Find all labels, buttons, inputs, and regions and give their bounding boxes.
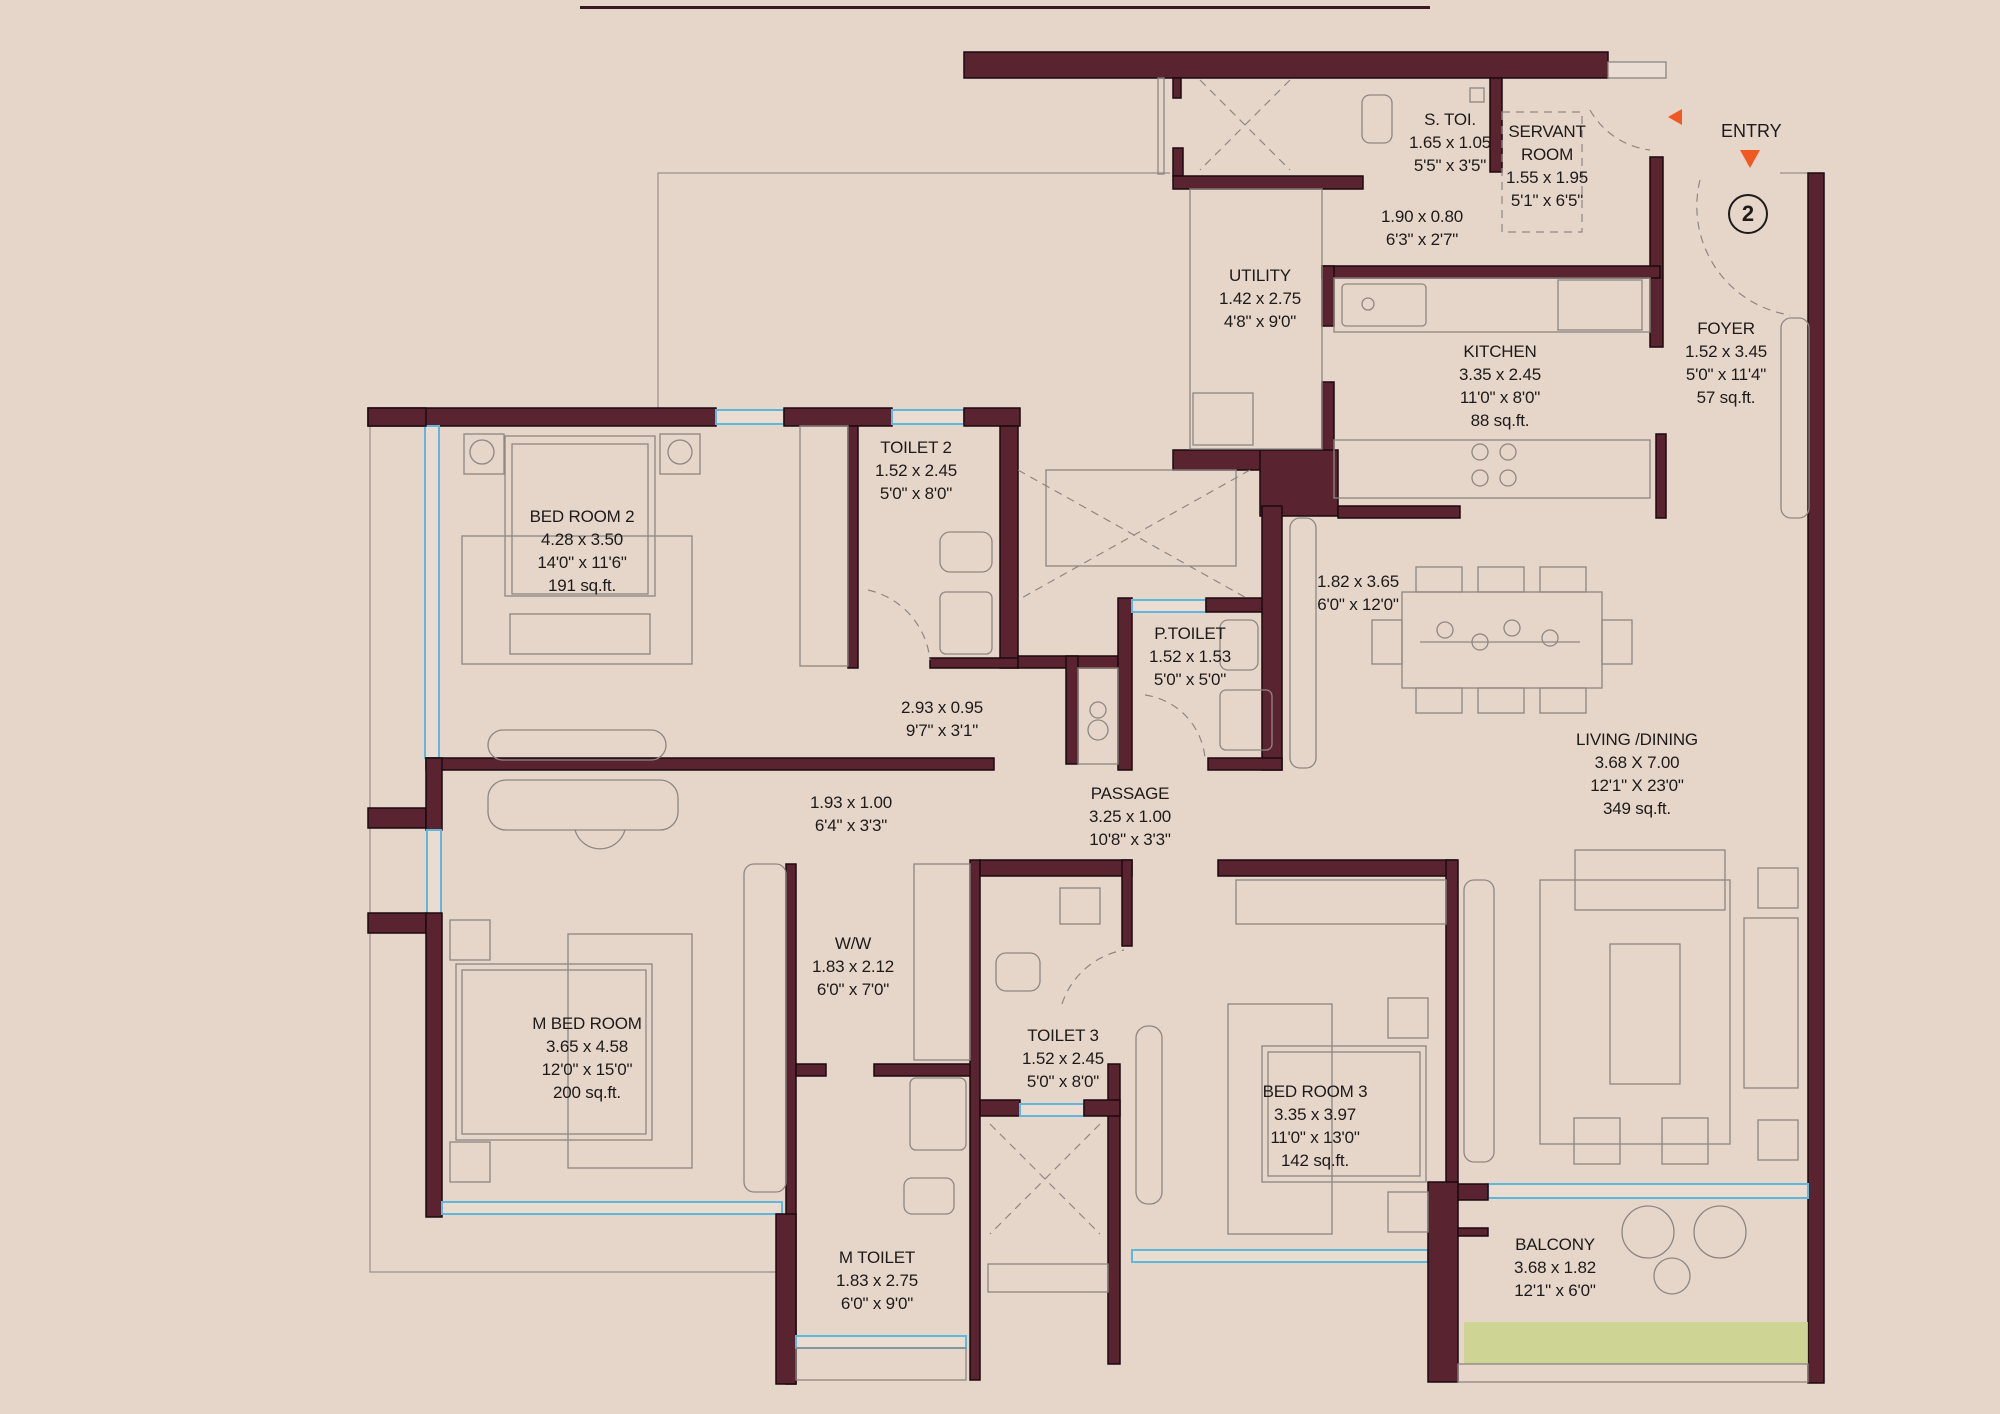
room-metric: 3.35 x 3.97 [1274, 1105, 1356, 1124]
room-metric: 3.25 x 1.00 [1089, 807, 1171, 826]
room-metric: 2.93 x 0.95 [901, 698, 983, 717]
unit-number-badge: 2 [1728, 194, 1768, 234]
room-area: 88 sq.ft. [1470, 411, 1530, 430]
room-utility: UTILITY 1.42 x 2.75 4'8" x 9'0" [1219, 264, 1301, 333]
room-area: 57 sq.ft. [1696, 388, 1756, 407]
room-imperial: 12'1" x 6'0" [1514, 1281, 1596, 1300]
room-metric: 1.90 x 0.80 [1381, 207, 1463, 226]
room-name: W/W [834, 934, 872, 953]
room-imperial: 5'1" x 6'5" [1510, 191, 1584, 210]
room-metric: 4.28 x 3.50 [541, 530, 623, 549]
room-name: UTILITY [1229, 266, 1291, 285]
room-metric: 1.52 x 2.45 [1022, 1049, 1104, 1068]
room-name: BALCONY [1515, 1235, 1595, 1254]
room-name: M TOILET [838, 1248, 916, 1267]
room-bedroom-2: BED ROOM 2 4.28 x 3.50 14'0" x 11'6" 191… [530, 505, 635, 597]
room-imperial: 12'0" x 15'0" [541, 1060, 633, 1079]
room-imperial: 14'0" x 11'6" [537, 553, 627, 572]
balcony-planter [1464, 1322, 1808, 1364]
room-metric: 1.52 x 1.53 [1149, 647, 1231, 666]
passage-mbr: 1.93 x 1.00 6'4" x 3'3" [810, 791, 892, 837]
room-name: P.TOILET [1154, 624, 1226, 643]
room-name: KITCHEN [1463, 342, 1537, 361]
room-name: PASSAGE [1090, 784, 1170, 803]
room-name: LIVING /DINING [1576, 730, 1698, 749]
room-master-toilet: M TOILET 1.83 x 2.75 6'0" x 9'0" [836, 1246, 918, 1315]
entry-label: ENTRY [1721, 121, 1782, 141]
room-metric: 1.93 x 1.00 [810, 793, 892, 812]
room-imperial: 6'0" x 9'0" [840, 1294, 914, 1313]
room-name: BED ROOM 2 [529, 507, 635, 526]
room-imperial: 5'0" x 5'0" [1153, 670, 1227, 689]
room-imperial: 6'0" x 12'0" [1317, 595, 1399, 614]
room-name: TOILET 3 [1027, 1026, 1099, 1045]
dining-area: 1.82 x 3.65 6'0" x 12'0" [1317, 570, 1399, 616]
room-metric: 1.42 x 2.75 [1219, 289, 1301, 308]
entry-arrow-down-icon [1740, 150, 1760, 168]
room-passage: PASSAGE 3.25 x 1.00 10'8" x 3'3" [1089, 782, 1171, 851]
room-metric: 1.55 x 1.95 [1506, 168, 1588, 187]
room-servant: SERVANT ROOM 1.55 x 1.95 5'1" x 6'5" [1506, 120, 1588, 212]
room-imperial: 5'0" x 11'4" [1685, 365, 1767, 384]
room-metric: 1.83 x 2.75 [836, 1271, 918, 1290]
room-s-toilet: S. TOI. 1.65 x 1.05 5'5" x 3'5" [1409, 108, 1491, 177]
room-toilet-2: TOILET 2 1.52 x 2.45 5'0" x 8'0" [875, 436, 957, 505]
entry-arrow-left-icon [1668, 109, 1682, 125]
room-bedroom-3: BED ROOM 3 3.35 x 3.97 11'0" x 13'0" 142… [1263, 1080, 1368, 1172]
room-master-bedroom: M BED ROOM 3.65 x 4.58 12'0" x 15'0" 200… [532, 1012, 642, 1104]
room-balcony: BALCONY 3.68 x 1.82 12'1" x 6'0" [1514, 1233, 1596, 1302]
room-name: FOYER [1697, 319, 1755, 338]
room-imperial: 5'0" x 8'0" [879, 484, 953, 503]
room-area: 349 sq.ft. [1603, 799, 1671, 818]
room-name-line2: ROOM [1520, 145, 1574, 164]
site-outline [369, 172, 1810, 1273]
room-foyer: FOYER 1.52 x 3.45 5'0" x 11'4" 57 sq.ft. [1685, 317, 1767, 409]
room-metric: 1.83 x 2.12 [812, 957, 894, 976]
top-border-line [580, 6, 1430, 9]
room-imperial: 12'1" X 23'0" [1590, 776, 1684, 795]
room-area: 200 sq.ft. [553, 1083, 621, 1102]
room-name: SERVANT [1508, 122, 1586, 141]
room-metric: 3.68 X 7.00 [1594, 753, 1680, 772]
walls [367, 51, 1825, 1385]
room-imperial: 6'3" x 2'7" [1385, 230, 1459, 249]
room-imperial: 5'0" x 8'0" [1026, 1072, 1100, 1091]
room-name: M BED ROOM [532, 1014, 642, 1033]
servant-passage: 1.90 x 0.80 6'3" x 2'7" [1381, 205, 1463, 251]
room-toilet-3: TOILET 3 1.52 x 2.45 5'0" x 8'0" [1022, 1024, 1104, 1093]
room-area: 142 sq.ft. [1281, 1151, 1349, 1170]
room-living-dining: LIVING /DINING 3.68 X 7.00 12'1" X 23'0"… [1576, 728, 1698, 820]
room-imperial: 4'8" x 9'0" [1223, 312, 1297, 331]
room-area: 191 sq.ft. [548, 576, 616, 595]
room-imperial: 6'4" x 3'3" [814, 816, 888, 835]
furniture [449, 77, 1810, 1381]
room-imperial: 6'0" x 7'0" [816, 980, 890, 999]
room-metric: 1.52 x 2.45 [875, 461, 957, 480]
room-metric: 3.68 x 1.82 [1514, 1258, 1596, 1277]
room-name: BED ROOM 3 [1262, 1082, 1368, 1101]
room-imperial: 5'5" x 3'5" [1413, 156, 1487, 175]
room-p-toilet: P.TOILET 1.52 x 1.53 5'0" x 5'0" [1149, 622, 1231, 691]
room-name: TOILET 2 [880, 438, 952, 457]
room-metric: 1.52 x 3.45 [1685, 342, 1767, 361]
room-metric: 1.65 x 1.05 [1409, 133, 1491, 152]
room-imperial: 11'0" x 8'0" [1459, 388, 1541, 407]
room-imperial: 10'8" x 3'3" [1089, 830, 1171, 849]
room-imperial: 9'7" x 3'1" [905, 721, 979, 740]
room-kitchen: KITCHEN 3.35 x 2.45 11'0" x 8'0" 88 sq.f… [1459, 340, 1541, 432]
passage-small: 2.93 x 0.95 9'7" x 3'1" [901, 696, 983, 742]
room-metric: 3.35 x 2.45 [1459, 365, 1541, 384]
room-imperial: 11'0" x 13'0" [1270, 1128, 1360, 1147]
room-metric: 3.65 x 4.58 [546, 1037, 628, 1056]
room-name: S. TOI. [1424, 110, 1476, 129]
room-metric: 1.82 x 3.65 [1317, 572, 1399, 591]
room-walk-in-wardrobe: W/W 1.83 x 2.12 6'0" x 7'0" [812, 932, 894, 1001]
